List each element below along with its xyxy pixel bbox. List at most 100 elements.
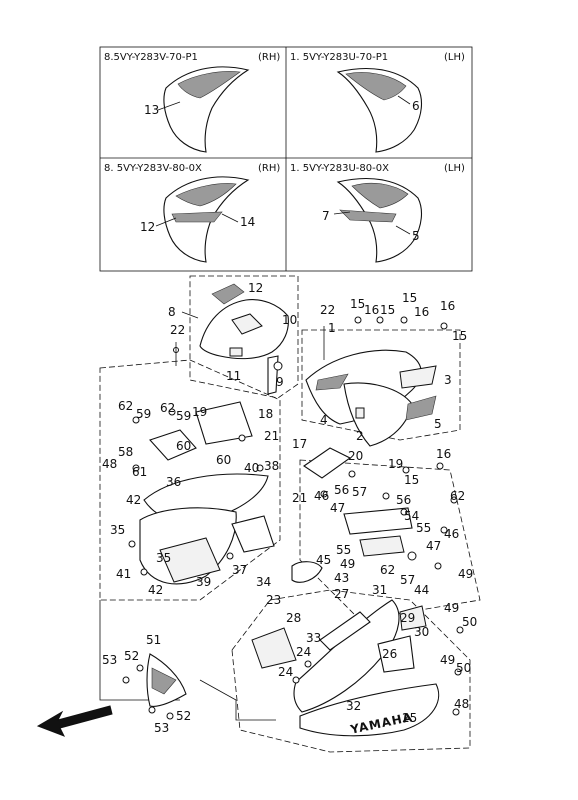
upper-cowl-vent: [231, 313, 263, 335]
variant-box-rh-70: 8.5VY-Y283V-70-P1 (RH) 13: [104, 52, 280, 153]
callout: 16: [414, 305, 429, 319]
chin-cover: 51 52 53 52 53: [102, 633, 191, 735]
side-cowl-group: [301, 329, 461, 441]
bolt: [440, 322, 448, 330]
small-bracket: [303, 447, 352, 479]
callout: 21: [292, 491, 307, 505]
side-cowling: 22 1 15 16 15 15 16 16 15 3 4 2 5: [305, 291, 467, 447]
bolt: [376, 316, 384, 324]
inner-panels: 62 59 62 59 19 18 21 60 58 48 61 60 40 3…: [102, 399, 279, 597]
callout: 16: [440, 299, 455, 313]
callout: 39: [196, 575, 211, 589]
callout: 31: [372, 583, 387, 597]
guide-piece: [291, 561, 323, 583]
inner-cover: [231, 515, 275, 553]
callout: 59: [176, 409, 191, 423]
callout: 5: [434, 417, 442, 431]
callout: 58: [118, 445, 133, 459]
variant-code: 8. 5VY-Y283V-80-0X: [104, 163, 202, 174]
callout: 57: [352, 485, 367, 499]
lower-cowl-cover: [319, 611, 371, 651]
callout: 10: [282, 313, 297, 327]
callout: 34: [256, 575, 271, 589]
callout: 17: [292, 437, 307, 451]
upper-cowling: 8 12 22 10 11 9: [168, 281, 297, 395]
callout: 49: [444, 601, 459, 615]
callout: 42: [126, 493, 141, 507]
upper-cowl-clip: [229, 347, 243, 357]
callout: 54: [404, 509, 419, 523]
callout: 25: [402, 711, 417, 725]
callout: 48: [454, 697, 469, 711]
side-cowl-panel: [399, 365, 437, 389]
callout: 52: [176, 709, 191, 723]
callout: 11: [226, 369, 241, 383]
callout: 60: [176, 439, 191, 453]
chin-cover-mesh: [151, 667, 177, 695]
callout: 15: [402, 291, 417, 305]
callout: 35: [110, 523, 125, 537]
front-arrow-icon: [36, 705, 113, 737]
callout: 37: [232, 563, 247, 577]
callout: 41: [116, 567, 131, 581]
callout: 22: [170, 323, 185, 337]
upper-cowl-group: [189, 275, 299, 399]
callout: 33: [306, 631, 321, 645]
side-cowl-lower: [343, 382, 413, 447]
variant-side: (LH): [444, 52, 465, 63]
callout: 53: [154, 721, 169, 735]
callout: 36: [166, 475, 181, 489]
callout: 8: [168, 305, 176, 319]
callout: 18: [258, 407, 273, 421]
callout: 14: [240, 215, 255, 229]
callout: 61: [132, 465, 147, 479]
callout: 24: [296, 645, 311, 659]
callout: 46: [314, 489, 329, 503]
callout: 49: [458, 567, 473, 581]
lower-bracket: [377, 635, 415, 673]
upper-cowl-decal: [211, 283, 245, 305]
callout: 62: [160, 401, 175, 415]
callout: 16: [436, 447, 451, 461]
decal-rh: [175, 183, 237, 207]
inner-pad: [159, 537, 221, 583]
decal-lh: [345, 72, 407, 101]
variant-side: (LH): [444, 163, 465, 174]
variant-box-lh-70: 1. 5VY-Y283U-70-P1 (LH) 6: [290, 52, 465, 153]
inner-bracket: [195, 401, 253, 445]
stay-bracket: [149, 429, 197, 461]
callout: 26: [382, 647, 397, 661]
callout: 35: [156, 551, 171, 565]
callout: 19: [388, 457, 403, 471]
callout: 53: [102, 653, 117, 667]
callout: 21: [264, 429, 279, 443]
variant-side: (RH): [258, 163, 280, 174]
callout: 13: [144, 103, 159, 117]
callout: 29: [400, 611, 415, 625]
callout: 12: [140, 220, 155, 234]
callout: 15: [452, 329, 467, 343]
callout: 49: [440, 653, 455, 667]
callout: 3: [444, 373, 452, 387]
variant-side: (RH): [258, 52, 280, 63]
callout: 57: [400, 573, 415, 587]
lower-cowl-side: [299, 683, 440, 737]
variant-box-lh-80: 1. 5VY-Y283U-80-0X (LH) 7 5: [290, 163, 465, 263]
variant-code: 1. 5VY-Y283U-70-P1: [290, 52, 388, 63]
callout: 38: [264, 459, 279, 473]
decal-lh-stripe: [339, 209, 397, 223]
brackets-right: 17 20 19 15 16 21 46 56 57 56 62 47 54 5…: [291, 437, 473, 597]
callout: 23: [266, 593, 281, 607]
callout: 60: [216, 453, 231, 467]
decal-rh-stripe: [171, 211, 223, 223]
callout: 7: [322, 209, 330, 223]
side-cowl-emblem: [405, 395, 437, 421]
callout: 59: [136, 407, 151, 421]
variant-code: 8.5VY-Y283V-70-P1: [104, 52, 198, 63]
bolt: [354, 316, 362, 324]
rubber-mount: [399, 605, 427, 631]
decal-lh: [351, 182, 409, 209]
callout: 55: [336, 543, 351, 557]
inner-panel-group: [99, 359, 281, 601]
